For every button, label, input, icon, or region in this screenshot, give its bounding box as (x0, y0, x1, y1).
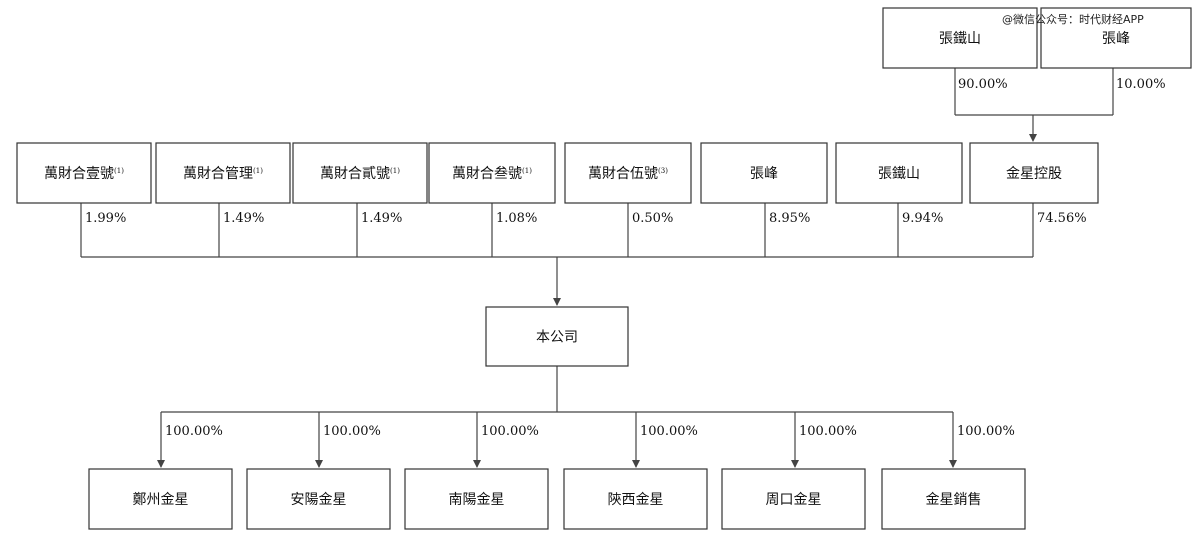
shareholder-wc_mgmt-label: 萬財合管理(1) (183, 166, 263, 182)
subsidiary-shaanxi-box (563, 468, 708, 530)
company-node: 本公司 (485, 306, 629, 367)
shareholder-zhang_feng-pct: 8.95% (769, 211, 810, 226)
subsidiary-zhengzhou-pct: 100.00% (165, 424, 223, 439)
company-node-label: 本公司 (536, 330, 578, 346)
subsidiary-zhengzhou: 鄭州金星 (88, 468, 233, 530)
shareholder-wc2-box (292, 142, 428, 204)
top-holder-2: 張峰 (1040, 7, 1192, 69)
shareholder-wc1-label: 萬財合壹號(1) (44, 166, 124, 182)
subsidiary-sales: 金星銷售 (881, 468, 1026, 530)
shareholder-wc2-pct: 1.49% (361, 211, 402, 226)
subsidiary-anyang: 安陽金星 (246, 468, 391, 530)
shareholder-wc2: 萬財合貳號(1) (292, 142, 428, 204)
shareholder-zhang_tieshan-pct: 9.94% (902, 211, 943, 226)
watermark: @微信公众号：时代财经APP (1002, 13, 1144, 26)
shareholder-jinxing_holding-pct: 74.56% (1037, 211, 1087, 226)
top-holder-1: 張鐵山 (882, 7, 1038, 69)
subsidiary-zhengzhou-label: 鄭州金星 (133, 492, 189, 508)
subsidiary-anyang-box (246, 468, 391, 530)
shareholder-wc5-pct: 0.50% (632, 211, 673, 226)
top-holder-2-label: 張峰 (1102, 31, 1130, 47)
shareholder-zhang_feng: 張峰 (700, 142, 828, 204)
shareholder-wc1-pct: 1.99% (85, 211, 126, 226)
subsidiary-sales-box (881, 468, 1026, 530)
subsidiary-zhoukou-label: 周口金星 (766, 492, 822, 508)
top-holder-1-label: 張鐵山 (939, 30, 981, 47)
shareholder-jinxing_holding-label: 金星控股 (1006, 166, 1062, 182)
shareholder-zhang_tieshan-box (835, 142, 963, 204)
shareholder-wc_mgmt-box (155, 142, 291, 204)
shareholder-zhang_tieshan-label: 張鐵山 (878, 165, 920, 182)
subsidiary-zhoukou: 周口金星 (721, 468, 866, 530)
shareholder-wc3: 萬財合叁號(1) (428, 142, 556, 204)
shareholder-wc5-box (564, 142, 692, 204)
subsidiary-zhoukou-pct: 100.00% (799, 424, 857, 439)
shareholder-wc2-label: 萬財合貳號(1) (320, 166, 400, 182)
shareholder-wc1-box (16, 142, 152, 204)
shareholder-zhang_tieshan: 張鐵山 (835, 142, 963, 204)
shareholder-wc_mgmt-pct: 1.49% (223, 211, 264, 226)
subsidiary-sales-pct: 100.00% (957, 424, 1015, 439)
subsidiary-shaanxi-pct: 100.00% (640, 424, 698, 439)
shareholder-jinxing_holding-box (969, 142, 1099, 204)
subsidiary-shaanxi-label: 陝西金星 (608, 492, 664, 508)
shareholder-wc3-label: 萬財合叁號(1) (452, 165, 532, 182)
top-holder-1-box (882, 7, 1038, 69)
top-holder-2-pct: 10.00% (1116, 77, 1166, 92)
shareholder-wc1: 萬財合壹號(1) (16, 142, 152, 204)
subsidiary-zhengzhou-box (88, 468, 233, 530)
top-holder-2-box (1040, 7, 1192, 69)
subsidiary-nanyang-label: 南陽金星 (449, 492, 505, 508)
top-holder-1-pct: 90.00% (958, 77, 1008, 92)
shareholder-wc5: 萬財合伍號(3) (564, 142, 692, 204)
company-node-box (485, 306, 629, 367)
shareholder-wc_mgmt: 萬財合管理(1) (155, 142, 291, 204)
subsidiary-sales-label: 金星銷售 (926, 492, 982, 508)
subsidiary-anyang-label: 安陽金星 (291, 492, 347, 508)
shareholder-wc5-label: 萬財合伍號(3) (588, 166, 668, 182)
subsidiary-anyang-pct: 100.00% (323, 424, 381, 439)
shareholder-wc3-pct: 1.08% (496, 211, 537, 226)
shareholder-wc3-box (428, 142, 556, 204)
shareholder-jinxing_holding: 金星控股 (969, 142, 1099, 204)
subsidiary-shaanxi: 陝西金星 (563, 468, 708, 530)
subsidiary-zhoukou-box (721, 468, 866, 530)
shareholder-zhang_feng-box (700, 142, 828, 204)
subsidiary-nanyang-pct: 100.00% (481, 424, 539, 439)
subsidiary-nanyang: 南陽金星 (404, 468, 549, 530)
shareholder-zhang_feng-label: 張峰 (750, 166, 778, 182)
subsidiary-nanyang-box (404, 468, 549, 530)
